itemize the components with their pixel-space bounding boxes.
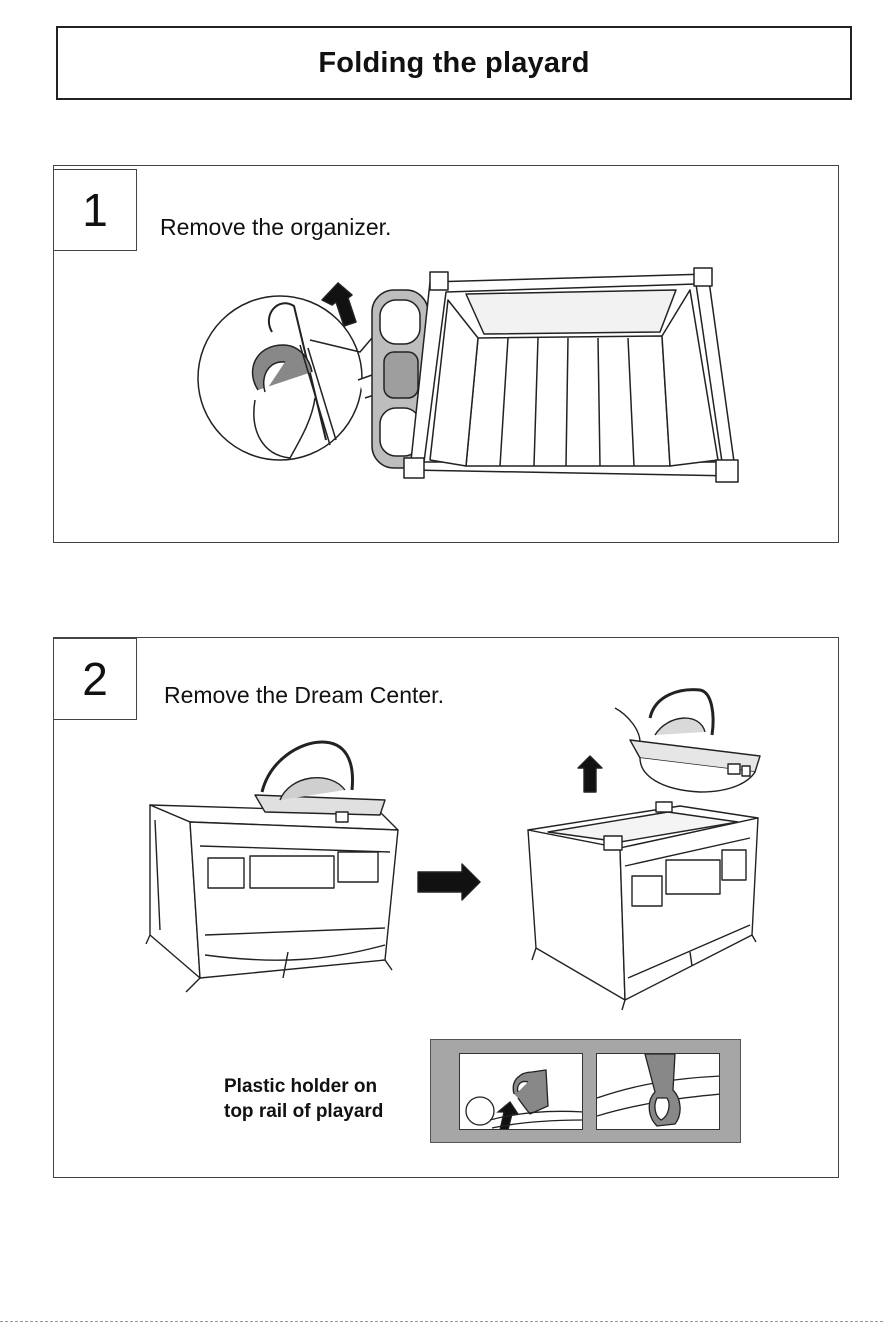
holder-note-line-1: Plastic holder on (224, 1074, 414, 1099)
holder-note-line-2: top rail of playard (224, 1099, 414, 1124)
holder-detail-panel (430, 1039, 741, 1143)
playard-with-dream-center (146, 742, 398, 992)
up-arrow-icon (578, 756, 602, 792)
blank-circle-icon (466, 1097, 494, 1125)
removed-dream-center (615, 690, 760, 792)
playard-without-dream-center (528, 802, 758, 1010)
right-arrow-icon (418, 864, 480, 900)
holder-note: Plastic holder on top rail of playard (224, 1074, 414, 1124)
holder-detail-after (596, 1053, 720, 1130)
holder-detail-before (459, 1053, 583, 1130)
page-bottom-edge (0, 1321, 883, 1322)
